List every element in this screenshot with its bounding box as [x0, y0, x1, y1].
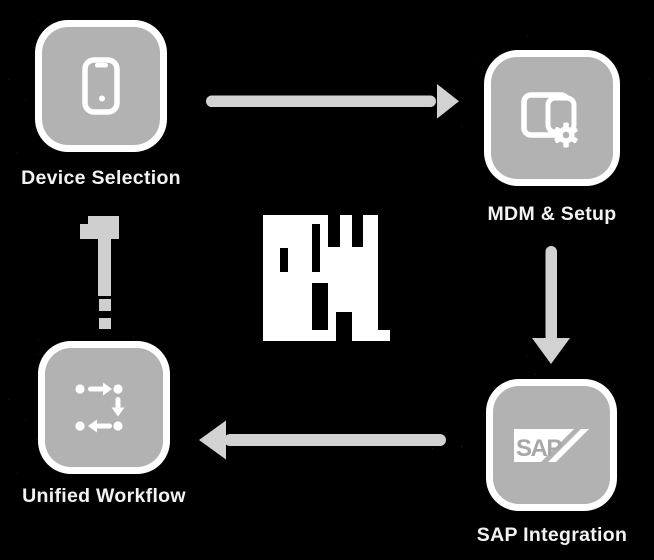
- node-device-selection-tile: [42, 27, 160, 145]
- node-mdm-setup-tile: [491, 57, 613, 179]
- arrow-sap-to-workflow: [199, 420, 446, 460]
- arrowhead-left-icon: [199, 420, 226, 460]
- node-sap-integration-tile: SAP: [493, 386, 610, 504]
- node-unified-workflow: [38, 341, 170, 474]
- gear-icon: [554, 122, 578, 148]
- node-device-selection: [35, 20, 167, 152]
- node-mdm-setup: [484, 50, 620, 186]
- node-sap-integration: SAP: [486, 379, 617, 511]
- node-unified-workflow-tile: [45, 348, 163, 467]
- device-management-gear-icon: [521, 92, 578, 148]
- arrow-mdm-to-sap: [532, 246, 570, 364]
- logo-notch: [280, 248, 288, 272]
- node-label-unified-workflow: Unified Workflow: [22, 485, 186, 507]
- sap-logo-slash: [548, 428, 589, 462]
- node-label-device-selection: Device Selection: [21, 167, 181, 189]
- arrow-workflow-to-device-dashed: [80, 216, 119, 329]
- arrow-device-to-mdm: [206, 84, 459, 119]
- logo-pixel-blocks: [263, 215, 390, 341]
- node-label-sap-integration: SAP Integration: [476, 524, 628, 546]
- arrowhead-up-pixelated-icon: [88, 216, 119, 239]
- node-label-mdm-setup: MDM & Setup: [487, 203, 617, 225]
- sap-logo: SAP: [514, 428, 589, 462]
- workflow-arrows-icon: [75, 382, 125, 432]
- arrowhead-down-icon: [532, 338, 570, 364]
- smartphone-icon: [82, 57, 120, 115]
- arrowhead-right-icon: [437, 84, 459, 119]
